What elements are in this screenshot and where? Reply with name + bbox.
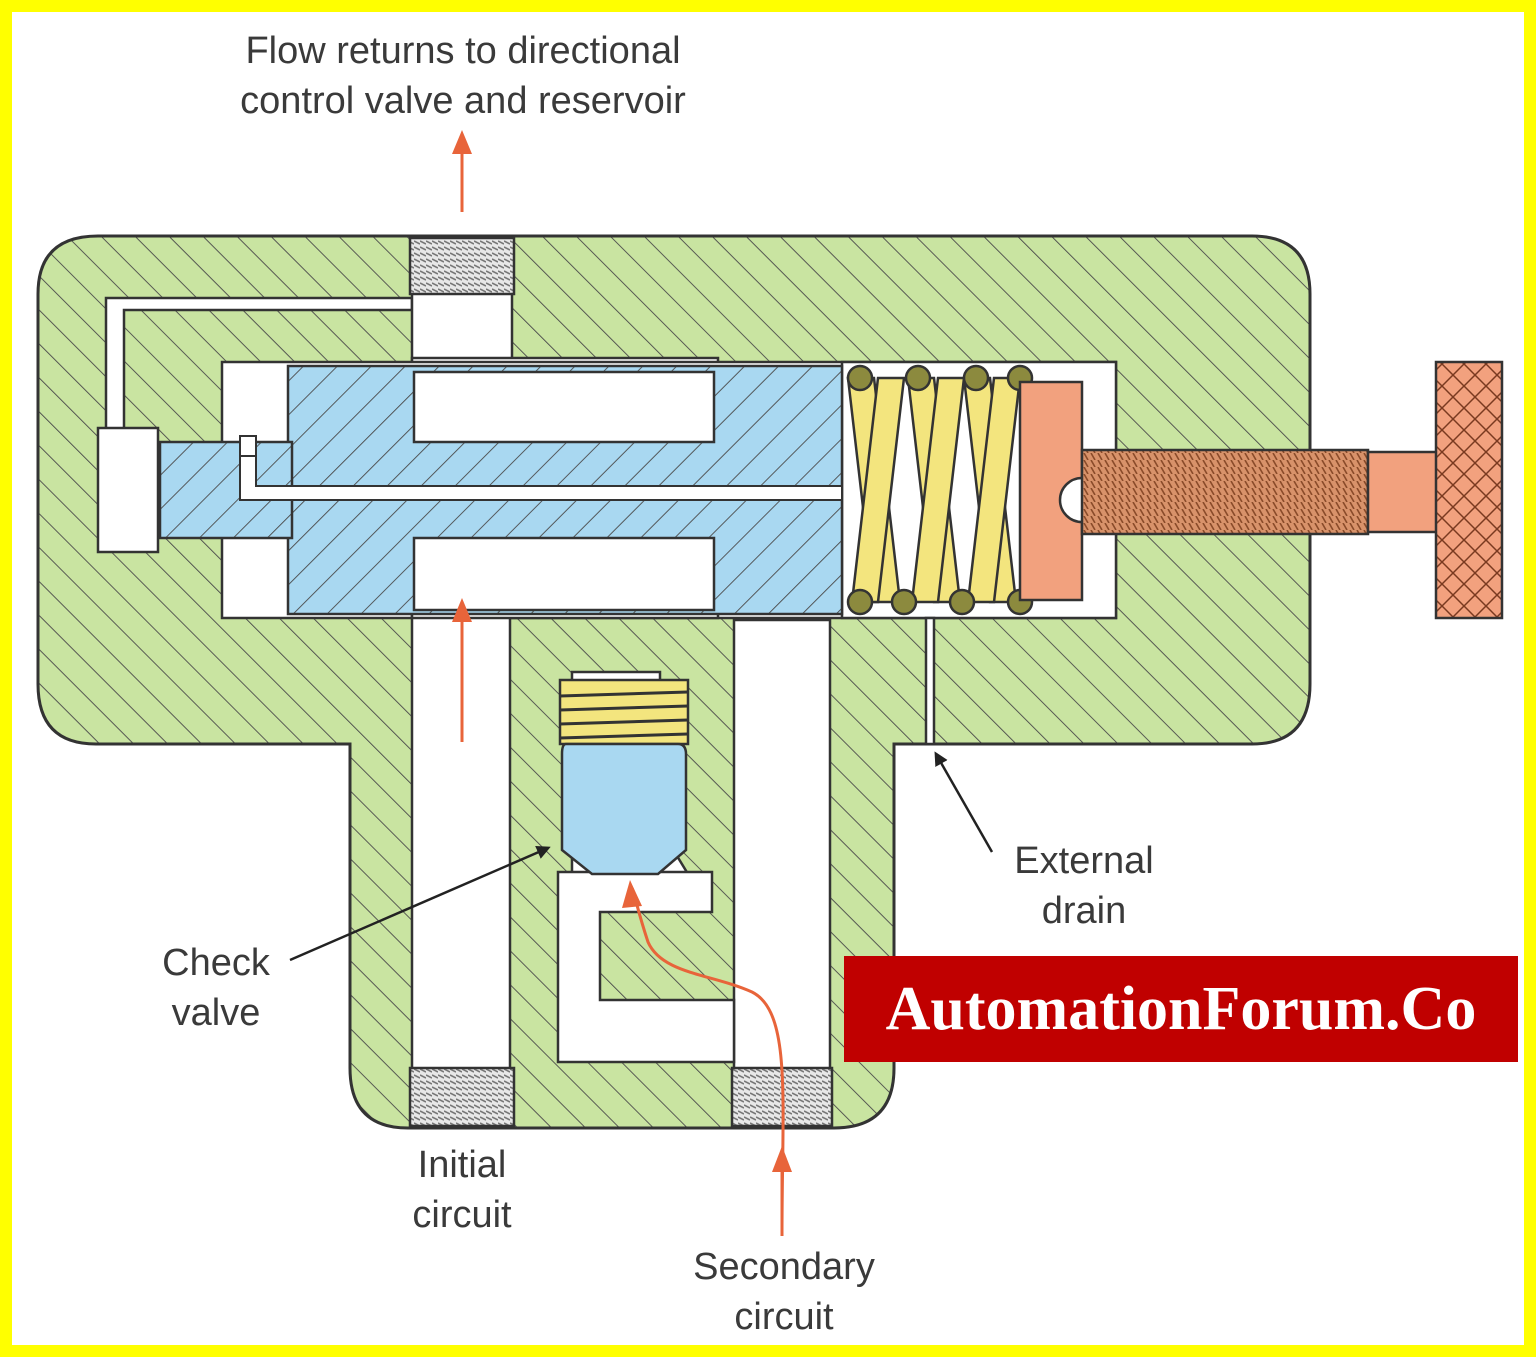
external-drain-line-1: External <box>1014 840 1154 882</box>
check-valve-assembly <box>558 678 690 876</box>
secondary-circuit-label: Secondary circuit <box>672 1242 896 1342</box>
flow-returns-line-2: control valve and reservoir <box>240 80 686 122</box>
external-drain-line-2: drain <box>1041 890 1127 932</box>
check-valve-label: Check valve <box>148 938 284 1038</box>
secondary-circuit-line-2: circuit <box>734 1296 834 1338</box>
check-valve-line-1: Check <box>162 942 270 984</box>
initial-circuit-line-1: Initial <box>417 1144 507 1186</box>
sequence-valve-diagram <box>36 130 1504 1236</box>
flow-arrows <box>452 130 792 1236</box>
watermark-text: AutomationForum.Co <box>885 975 1477 1043</box>
spool <box>158 364 844 616</box>
secondary-circuit-line-1: Secondary <box>693 1246 875 1288</box>
adjusting-screw <box>1018 360 1504 620</box>
flow-returns-label: Flow returns to directional control valv… <box>198 26 728 126</box>
flow-returns-line-1: Flow returns to directional <box>245 30 681 72</box>
initial-circuit-label: Initial circuit <box>392 1140 532 1240</box>
external-drain-label: External drain <box>992 836 1176 936</box>
watermark-banner: AutomationForum.Co <box>844 956 1518 1062</box>
main-spring <box>846 364 1034 616</box>
initial-circuit-line-2: circuit <box>412 1194 512 1236</box>
leader-lines <box>289 751 994 962</box>
check-valve-line-2: valve <box>171 992 261 1034</box>
